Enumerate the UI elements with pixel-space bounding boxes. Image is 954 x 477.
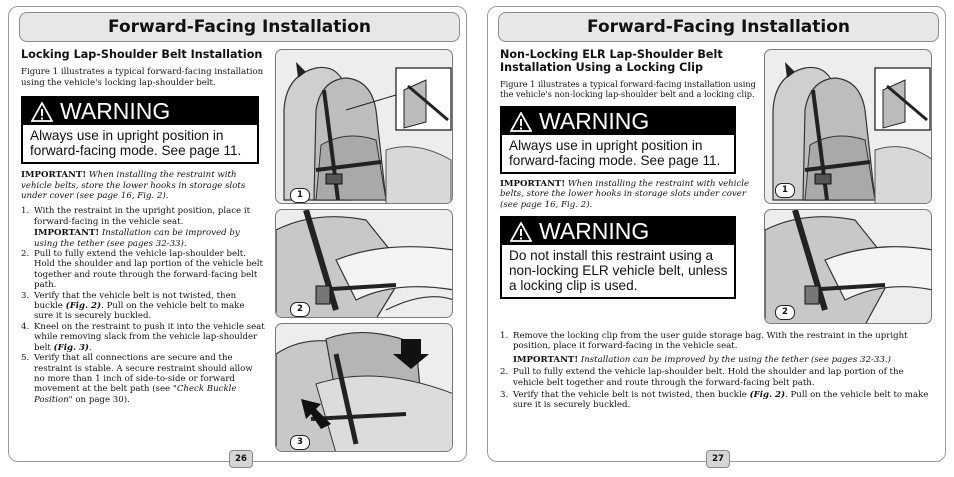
figure-2: 2 — [275, 209, 453, 318]
warning-box: WARNING Always use in upright position i… — [21, 96, 259, 165]
figure-3: 3 — [275, 323, 453, 452]
warning-icon — [510, 111, 532, 132]
car-seat-illustration — [283, 62, 452, 203]
step-item: 3.Verify that the vehicle belt is not tw… — [500, 390, 929, 411]
figure-number-badge: 3 — [290, 435, 310, 450]
section-heading: Non-Locking ELR Lap-Shoulder Belt Instal… — [500, 48, 723, 74]
warning-title: WARNING — [539, 108, 650, 134]
important-note: IMPORTANT! When installing the restraint… — [21, 170, 266, 201]
page-banner: Forward-Facing Installation — [19, 12, 460, 42]
step-item: 2.Pull to fully extend the vehicle lap-s… — [500, 367, 904, 388]
figure-number-badge: 2 — [290, 302, 310, 317]
page-number: 26 — [229, 450, 253, 468]
kneel-illustration — [276, 332, 452, 451]
car-seat-illustration — [772, 62, 931, 203]
important-label: IMPORTANT! — [500, 179, 566, 189]
warning-box: WARNING Always use in upright position i… — [500, 106, 736, 174]
figure-2: 2 — [764, 209, 932, 324]
warning-text: Always use in upright position in forwar… — [502, 135, 734, 172]
warning-text: Do not install this restraint using a no… — [502, 245, 734, 298]
intro-paragraph: Figure 1 illustrates a typical forward-f… — [21, 67, 264, 88]
left-page: Forward-Facing Installation Locking Lap-… — [8, 6, 467, 468]
step-item: 3.Verify that the vehicle belt is not tw… — [21, 290, 245, 322]
important-text: When installing the restraint with vehic… — [21, 170, 246, 201]
important-label: IMPORTANT! — [21, 170, 87, 181]
step-item: 2.Pull to fully extend the vehicle lap-s… — [21, 249, 263, 291]
warning-text: Always use in upright position in forwar… — [23, 125, 257, 163]
warning-title: WARNING — [60, 98, 171, 125]
figure-1: 1 — [275, 49, 453, 204]
important-note: IMPORTANT! When installing the restraint… — [500, 179, 756, 210]
section-heading: Locking Lap-Shoulder Belt Installation — [21, 48, 263, 61]
right-text-column: Non-Locking ELR Lap-Shoulder Belt Instal… — [500, 48, 756, 300]
warning-title: WARNING — [539, 218, 650, 245]
buckle-illustration — [765, 210, 931, 323]
page-number: 27 — [706, 450, 730, 468]
steps-list: 1.Remove the locking clip from the user … — [500, 331, 934, 411]
warning-icon — [31, 101, 53, 122]
intro-paragraph: Figure 1 illustrates a typical forward-f… — [500, 79, 756, 99]
buckle-illustration — [276, 210, 452, 317]
page-banner: Forward-Facing Installation — [498, 12, 939, 42]
warning-icon — [510, 221, 532, 242]
left-text-column: Locking Lap-Shoulder Belt Installation F… — [21, 48, 266, 405]
step-item: 5.Verify that all connections are secure… — [21, 353, 253, 405]
figure-number-badge: 2 — [775, 305, 795, 320]
step-item: 1.Remove the locking clip from the user … — [500, 331, 908, 365]
figure-number-badge: 1 — [775, 183, 795, 198]
step-item: 4.Kneel on the restraint to push it into… — [21, 321, 265, 353]
right-page: Forward-Facing Installation Non-Locking … — [487, 6, 946, 468]
step-item: 1.With the restraint in the upright posi… — [21, 206, 251, 249]
figure-1: 1 — [764, 49, 932, 204]
figure-number-badge: 1 — [290, 188, 310, 203]
steps-list: 1.With the restraint in the upright posi… — [21, 206, 266, 405]
warning-box: WARNING Do not install this restraint us… — [500, 216, 736, 300]
important-text: When installing the restraint with vehic… — [500, 179, 750, 210]
